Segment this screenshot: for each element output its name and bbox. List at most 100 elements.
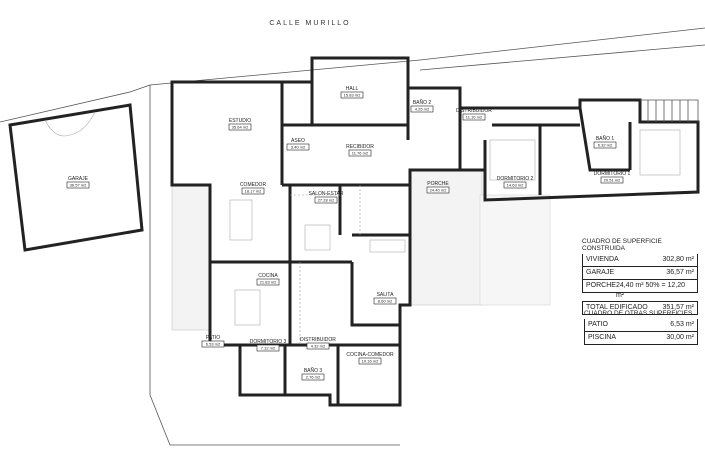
room-name: DISTRIBUIDOR (456, 108, 492, 114)
room-area: 2.76 m2 (306, 375, 321, 380)
terrace (171, 184, 211, 331)
room-area: 21.83 m2 (260, 280, 277, 285)
room-name: GARAJE (68, 176, 89, 182)
area-box (593, 141, 617, 149)
room-area: 18.17 m2 (245, 189, 262, 194)
area-box (306, 342, 330, 350)
area-box (600, 176, 624, 184)
room-name: BAÑO 2 (413, 99, 432, 106)
area-box (348, 149, 372, 157)
area-box (228, 123, 252, 131)
area-box (358, 357, 382, 365)
room-name: BAÑO 1 (596, 135, 615, 142)
room-dorm3: DORMITORIO 37.12 m2 (250, 339, 287, 352)
total-value: 351,57 m² (662, 304, 694, 311)
row-value: 302,80 m² (662, 256, 694, 263)
sofa (369, 239, 406, 253)
room-area: 20.51 m2 (604, 178, 621, 183)
room-name: DORMITORIO 2 (497, 176, 534, 182)
dining-table (229, 199, 253, 241)
area-box (256, 278, 280, 286)
room-dorm1: DORMITORIO 120.51 m2 (594, 171, 631, 184)
area-box (301, 373, 325, 381)
sidewalk-line (419, 44, 705, 71)
room-area: 3.40 m2 (291, 145, 306, 150)
room-name: SALITA (377, 292, 395, 298)
row-label: PATIO (588, 321, 608, 328)
other-area-table: CUADRO DE OTRAS SUPERFICIES PATIO 6,53 m²… (584, 310, 698, 345)
area-box (314, 196, 338, 204)
area-box (340, 91, 364, 99)
room-bano3: BAÑO 32.76 m2 (301, 367, 325, 381)
room-name: SALON-ESTAR (309, 191, 344, 197)
area-box (201, 340, 225, 348)
row-value: 30,00 m² (666, 334, 694, 341)
room-area: 24.40 m2 (430, 188, 447, 193)
row-value: 24,40 m² 50% = 12,20 m² (615, 282, 686, 299)
room-name: PATIO (206, 335, 220, 341)
other-area-title: CUADRO DE OTRAS SUPERFICIES (584, 310, 693, 317)
row-label: VIVIENDA (586, 256, 619, 263)
row-label: PORCHE (586, 282, 616, 289)
room-name: DORMITORIO 3 (250, 339, 287, 345)
garage-door (44, 111, 96, 137)
row-value: 36,57 m² (666, 269, 694, 276)
beam-lines (290, 185, 361, 345)
area-box (286, 143, 310, 151)
room-area: 35.64 m2 (232, 125, 249, 130)
room-dorm2: DORMITORIO 214.63 m2 (497, 176, 534, 189)
area-box (426, 186, 450, 194)
bed-dormitorio-2 (489, 139, 536, 181)
room-area: 6.32 m2 (598, 143, 613, 148)
table-row: PATIO 6,53 m² (584, 319, 698, 332)
room-name: COMEDOR (240, 182, 267, 188)
room-name: COCINA (258, 273, 278, 279)
room-area: 11.10 m2 (466, 115, 483, 120)
built-area-table: CUADRO DE SUPERFICIE CONSTRUIDA VIVIENDA… (582, 238, 698, 315)
built-area-title: CUADRO DE SUPERFICIE CONSTRUIDA (582, 238, 662, 252)
kitchen-island (234, 289, 261, 326)
room-area: 14.63 m2 (507, 183, 524, 188)
boundary-line (0, 84, 400, 446)
stairs (647, 100, 689, 122)
room-name: ASEO (291, 138, 305, 144)
room-area: 27.28 m2 (318, 198, 335, 203)
room-name: ESTUDIO (229, 118, 251, 124)
living-table (304, 224, 331, 251)
room-area: 11.76 m2 (352, 151, 369, 156)
room-bano2: BAÑO 24.25 m2 (410, 99, 434, 113)
stairs-outline (640, 99, 699, 122)
street-name: CALLE MURILLO (269, 20, 350, 27)
bed-dormitorio-1 (639, 129, 681, 176)
room-area: 8.60 m2 (378, 299, 393, 304)
row-value: 6,53 m² (670, 321, 694, 328)
room-area: 15.83 m2 (344, 93, 361, 98)
area-box (256, 344, 280, 352)
room-name: DORMITORIO 1 (594, 171, 631, 177)
area-box (410, 105, 434, 113)
property-line (149, 27, 705, 86)
room-name: HALL (346, 86, 359, 92)
room-name: DISTRIBUIDOR (300, 337, 336, 343)
room-name: COCINA-COMEDOR (346, 352, 394, 358)
area-box (503, 181, 527, 189)
total-label: TOTAL EDIFICADO (586, 304, 648, 311)
room-area: 6.53 m2 (206, 342, 221, 347)
table-row: VIVIENDA 302,80 m² (582, 254, 698, 267)
room-area: 10.16 m2 (362, 359, 379, 364)
